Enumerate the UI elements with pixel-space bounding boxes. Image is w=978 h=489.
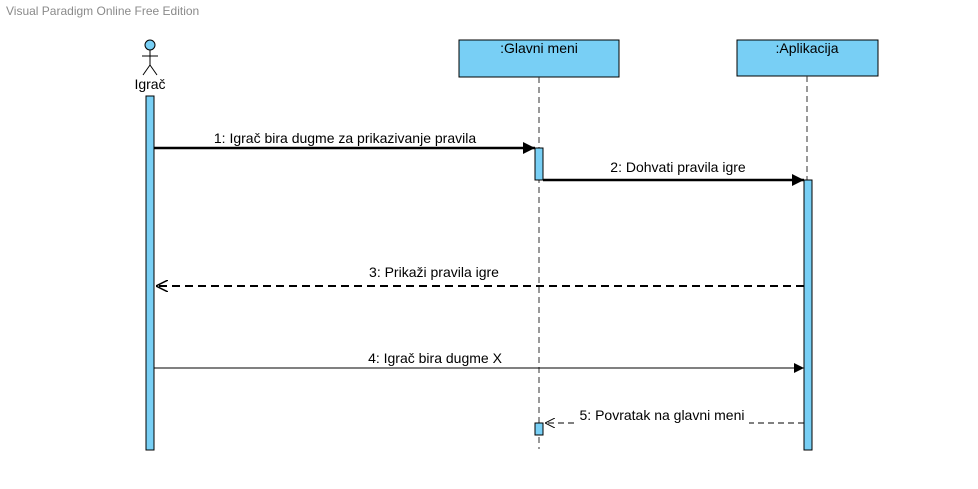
message-label: 2: Dohvati pravila igre xyxy=(610,159,746,175)
lifeline-head-glavni-meni[interactable] xyxy=(458,39,620,78)
message-label: 4: Igrač bira dugme X xyxy=(368,350,503,366)
message-label-background xyxy=(577,406,749,426)
actor-name: Igrač xyxy=(134,76,165,92)
stick-figure-actor-icon xyxy=(142,39,158,76)
message-4[interactable]: 4: Igrač bira dugme X xyxy=(154,350,804,373)
message-label: 1: Igrač bira dugme za prikazivanje prav… xyxy=(214,130,476,146)
watermark-text: Visual Paradigm Online Free Edition xyxy=(6,4,200,18)
actor-activation-bar xyxy=(145,95,155,451)
activation-bar-glavni-meni-2 xyxy=(534,422,544,436)
message-5[interactable]: 5: Povratak na glavni meni xyxy=(545,406,804,426)
message-1[interactable]: 1: Igrač bira dugme za prikazivanje prav… xyxy=(154,130,535,154)
lifeline-label-glavni-meni: :Glavni meni xyxy=(500,40,578,56)
lifeline-aplikacija[interactable]: :Aplikacija xyxy=(736,39,879,449)
activation-bar-aplikacija xyxy=(803,179,813,451)
message-label: 3: Prikaži pravila igre xyxy=(369,264,499,280)
activation-bar-glavni-meni-1 xyxy=(534,147,544,181)
message-3[interactable]: 3: Prikaži pravila igre xyxy=(156,264,804,286)
lifeline-label-aplikacija: :Aplikacija xyxy=(775,40,838,56)
lifeline-glavni-meni[interactable]: :Glavni meni xyxy=(458,39,620,449)
actor-igrac[interactable]: Igrač xyxy=(134,39,166,92)
message-label: 5: Povratak na glavni meni xyxy=(580,407,745,423)
message-2[interactable]: 2: Dohvati pravila igre xyxy=(543,159,804,186)
lifeline-head-aplikacija[interactable] xyxy=(736,39,879,77)
